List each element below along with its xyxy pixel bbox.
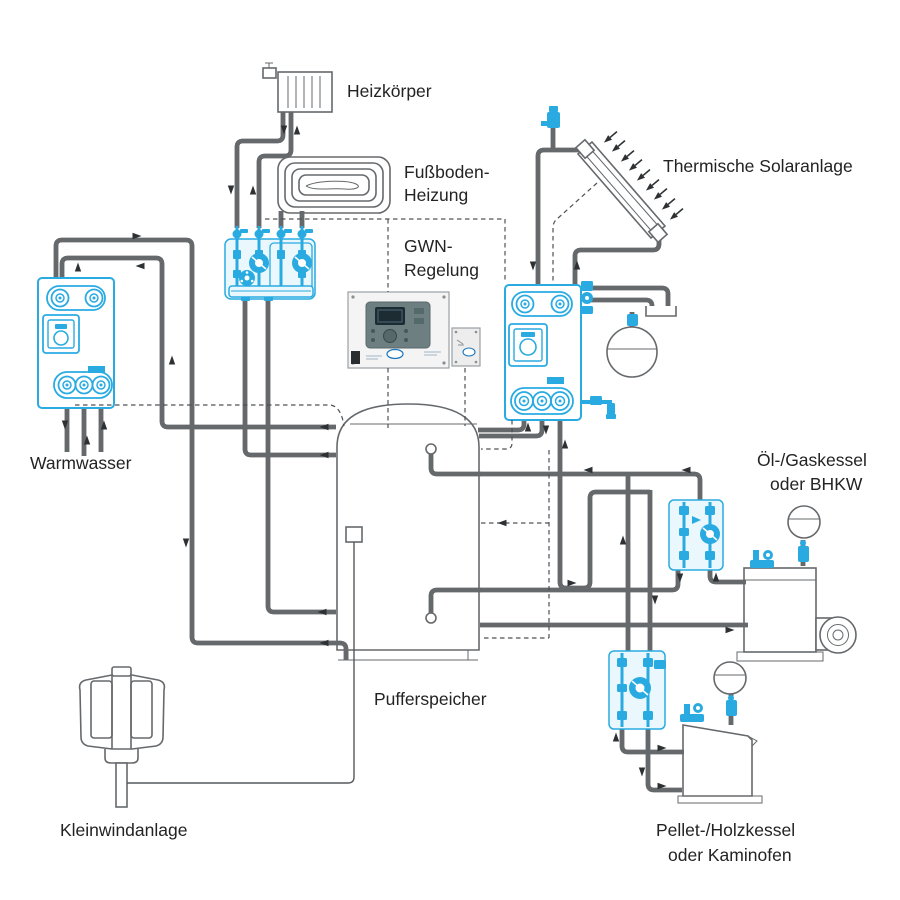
heating-circuit-pump-station (224, 226, 316, 301)
turbine-mast (115, 762, 128, 808)
controller-unit (347, 291, 481, 369)
station-pump-module (508, 323, 548, 367)
electric-heater-element (345, 526, 363, 543)
label-fussboden-1: Fußboden- (404, 162, 490, 182)
label-fussboden-2: Heizung (404, 185, 468, 205)
label-wind: Kleinwindanlage (60, 820, 187, 840)
controller-knob (383, 329, 397, 343)
label-solar: Thermische Solaranlage (663, 156, 853, 176)
label-pellet-2: oder Kaminofen (668, 845, 792, 865)
label-gwn-2: Regelung (404, 260, 479, 280)
station-logo (88, 366, 105, 373)
label-puffer: Pufferspeicher (374, 689, 487, 709)
label-pellet-1: Pellet-/Holzkessel (656, 820, 795, 840)
oil-boiler-pump-group (668, 499, 724, 571)
solar-air-vent (541, 106, 560, 128)
solar-station-drain-valve (581, 396, 616, 419)
pellet-boiler-expansion-vessel (713, 661, 747, 716)
brand-logo (386, 348, 404, 360)
oil-boiler-safety-group (750, 550, 774, 568)
turbine-power-wire (127, 542, 355, 784)
pipes (53, 112, 806, 793)
power-switch (351, 351, 360, 364)
station-pump-module (42, 314, 80, 354)
radiator-valve (262, 67, 277, 79)
label-warmwasser: Warmwasser (30, 453, 132, 473)
fresh-water-station (37, 277, 115, 409)
station-logo (547, 377, 564, 384)
solar-station-valve-assembly (581, 281, 593, 314)
controller-display (375, 307, 405, 325)
controller-module (451, 327, 481, 367)
pellet-boiler-pump-group (608, 650, 666, 730)
solar-pump-station (504, 284, 582, 421)
solar-collector (574, 128, 686, 244)
small-wind-turbine (78, 666, 166, 808)
label-heizkoerper: Heizkörper (347, 81, 432, 101)
buffer-tank (336, 403, 480, 661)
solar-expansion-vessel (606, 314, 658, 378)
oil-gas-boiler (736, 567, 857, 662)
underfloor-heating-coil (277, 156, 391, 214)
label-gwn-1: GWN- (404, 236, 453, 256)
sensor-wires (75, 182, 598, 639)
oil-boiler-expansion-vessel (787, 505, 821, 562)
pellet-boiler-safety-group (680, 703, 704, 722)
label-oelgas-2: oder BHKW (770, 474, 863, 494)
burner-blower (819, 616, 857, 654)
label-oelgas-1: Öl-/Gaskessel (757, 450, 867, 470)
outlet-symbol (645, 306, 677, 317)
radiator (262, 62, 333, 113)
pellet-wood-boiler (677, 724, 763, 804)
labels: Heizkörper Fußboden- Heizung GWN- Regelu… (30, 81, 867, 865)
